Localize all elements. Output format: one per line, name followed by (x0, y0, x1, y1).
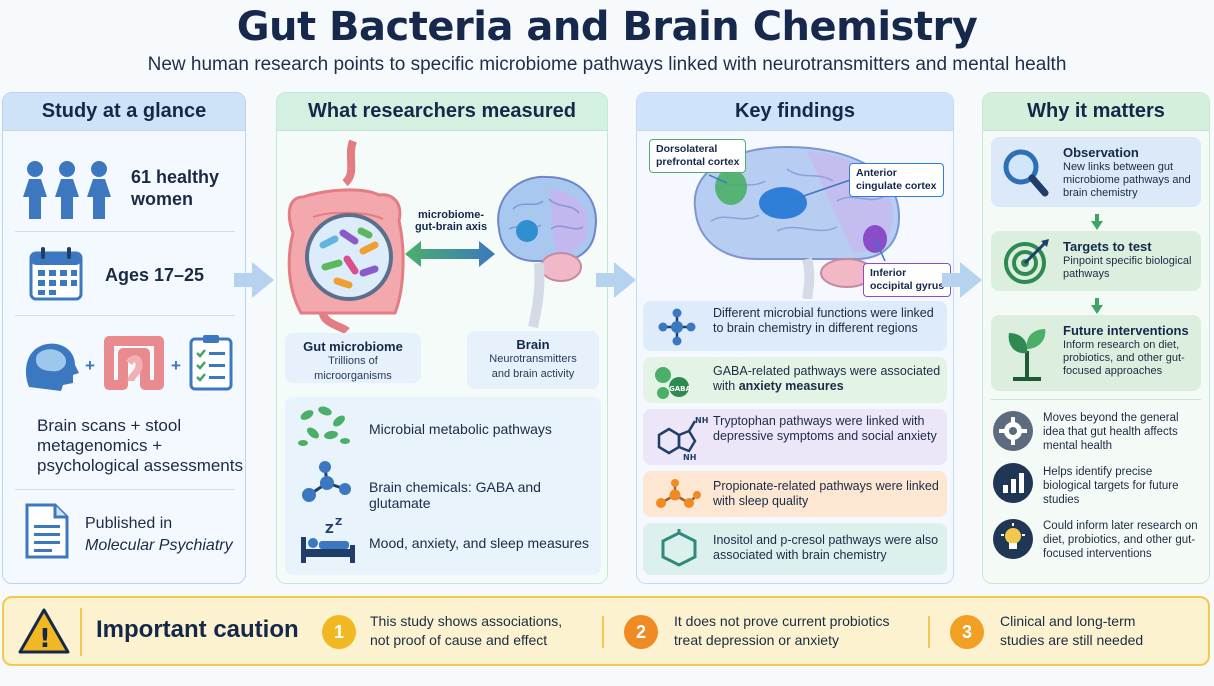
journal-name: Molecular Psychiatry (85, 537, 233, 554)
study-panel: Study at a glance 61 healthy women Ages … (2, 92, 246, 584)
microbe-lens-icon (305, 213, 393, 301)
why-point: Could inform later research on diet, pro… (1043, 520, 1198, 560)
finding-tryptophan: NH₂ NH Tryptophan pathways were linked w… (643, 409, 947, 465)
participants-line1: 61 healthy (131, 167, 220, 187)
why-panel: Why it matters Observation New links bet… (982, 92, 1210, 584)
checklist-icon (189, 335, 233, 391)
sleep-bed-icon: Z Z (301, 517, 355, 563)
caution-num-1: 1 (322, 615, 356, 649)
why-point: Helps identify precise biological target… (1043, 466, 1179, 506)
warning-icon: ! (18, 608, 70, 654)
gear-icon (993, 411, 1033, 451)
flow-arrow (596, 262, 636, 298)
nh2-tag: NH₂ (695, 416, 709, 425)
caution-num-3: 3 (950, 615, 984, 649)
network-icon (658, 308, 696, 346)
measured-panel: What researchers measured microbiome- gu… (276, 92, 608, 584)
page-subtitle: New human research points to specific mi… (147, 54, 1067, 75)
down-arrow (1091, 214, 1103, 230)
measure-item: Mood, anxiety, and sleep measures (369, 535, 589, 551)
axis-label-line2: gut-brain axis (414, 221, 488, 233)
methods-line3: psychological assessments (37, 456, 243, 475)
gaba-tag: GABA (669, 385, 691, 393)
caution-item: This study shows associations, not proof… (370, 613, 563, 648)
methods-line1: Brain scans + stool (37, 416, 182, 435)
finding-inositol: Inositol and p-cresol pathways were also… (643, 523, 947, 575)
tryptophan-molecule-icon: NH₂ NH (657, 416, 709, 461)
gut-microbiome-label: Gut microbiome Trillions of microorganis… (285, 333, 421, 383)
published-label: Published in (85, 515, 173, 532)
why-heading: Why it matters (983, 93, 1209, 131)
lightbulb-icon (993, 519, 1033, 559)
women-icon (23, 161, 111, 219)
flow-arrow (942, 262, 982, 298)
measures-list: Microbial metabolic pathways Brain chemi… (285, 397, 601, 575)
measure-item: Brain chemicals: GABA and glutamate (369, 479, 541, 511)
bar-chart-icon (993, 463, 1033, 503)
caution-item: Clinical and long-term studies are still… (1000, 613, 1144, 648)
findings-panel: Key findings Dorsolateral prefrontal cor… (636, 92, 954, 584)
axis-label-line1: microbiome- (417, 209, 484, 221)
inositol-ring-icon (661, 529, 697, 567)
why-step-observation: Observation New links between gut microb… (991, 137, 1201, 207)
double-arrow-icon (405, 241, 495, 267)
study-heading: Study at a glance (3, 93, 245, 131)
callout-dlpfc: Dorsolateral prefrontal cortex (649, 139, 747, 173)
measure-item: Microbial metabolic pathways (369, 421, 552, 437)
down-arrow (1091, 298, 1103, 314)
flow-arrow (234, 262, 274, 298)
finding-regions: Different microbial functions were linke… (643, 301, 947, 351)
callout-iog: Inferior occipital gyrus (863, 263, 952, 297)
propionate-molecule-icon (656, 479, 701, 508)
why-step-interventions: Future interventions Inform research on … (991, 315, 1201, 391)
document-icon (25, 503, 69, 559)
caution-num-2: 2 (624, 615, 658, 649)
callout-acc: Anterior cingulate cortex (849, 163, 944, 197)
finding-propionate: Propionate-related pathways were linked … (643, 471, 947, 517)
finding-gaba: GABA GABA-related pathways were associat… (643, 357, 947, 403)
brain-icon (497, 175, 597, 329)
caution-item: It does not prove current probiotics tre… (674, 613, 890, 648)
intestine-icon (104, 336, 164, 390)
sleep-z-glyph: Z (325, 522, 334, 536)
sleep-z-glyph: Z (335, 517, 342, 528)
page-title: Gut Bacteria and Brain Chemistry (236, 4, 978, 50)
findings-heading: Key findings (637, 93, 953, 131)
caution-bar: ! Important caution 1 This study shows a… (2, 596, 1210, 666)
why-point: Moves beyond the general idea that gut h… (1043, 412, 1179, 452)
participants-line2: women (131, 189, 194, 209)
measured-heading: What researchers measured (277, 93, 607, 131)
why-step-targets: Targets to test Pinpoint specific biolog… (991, 231, 1201, 291)
warning-glyph: ! (39, 624, 51, 654)
methods-line2: metagenomics + (37, 436, 163, 455)
gaba-bold-text: anxiety measures (738, 379, 844, 393)
target-icon (1004, 239, 1049, 284)
seedling-icon (1008, 329, 1046, 381)
calendar-icon (29, 247, 83, 301)
plus-sign: + (85, 356, 95, 375)
molecule-icon (302, 461, 351, 502)
brain-label: Brain Neurotransmitters and brain activi… (467, 331, 599, 389)
plus-sign: + (171, 356, 181, 375)
bacteria-cluster-icon (298, 406, 350, 446)
head-brain-icon (25, 343, 80, 391)
gaba-molecule-icon: GABA (655, 367, 691, 399)
magnifier-icon (1003, 149, 1049, 197)
ages-text: Ages 17–25 (105, 265, 205, 285)
caution-title: Important caution (96, 616, 299, 643)
nh-tag: NH (683, 453, 696, 461)
